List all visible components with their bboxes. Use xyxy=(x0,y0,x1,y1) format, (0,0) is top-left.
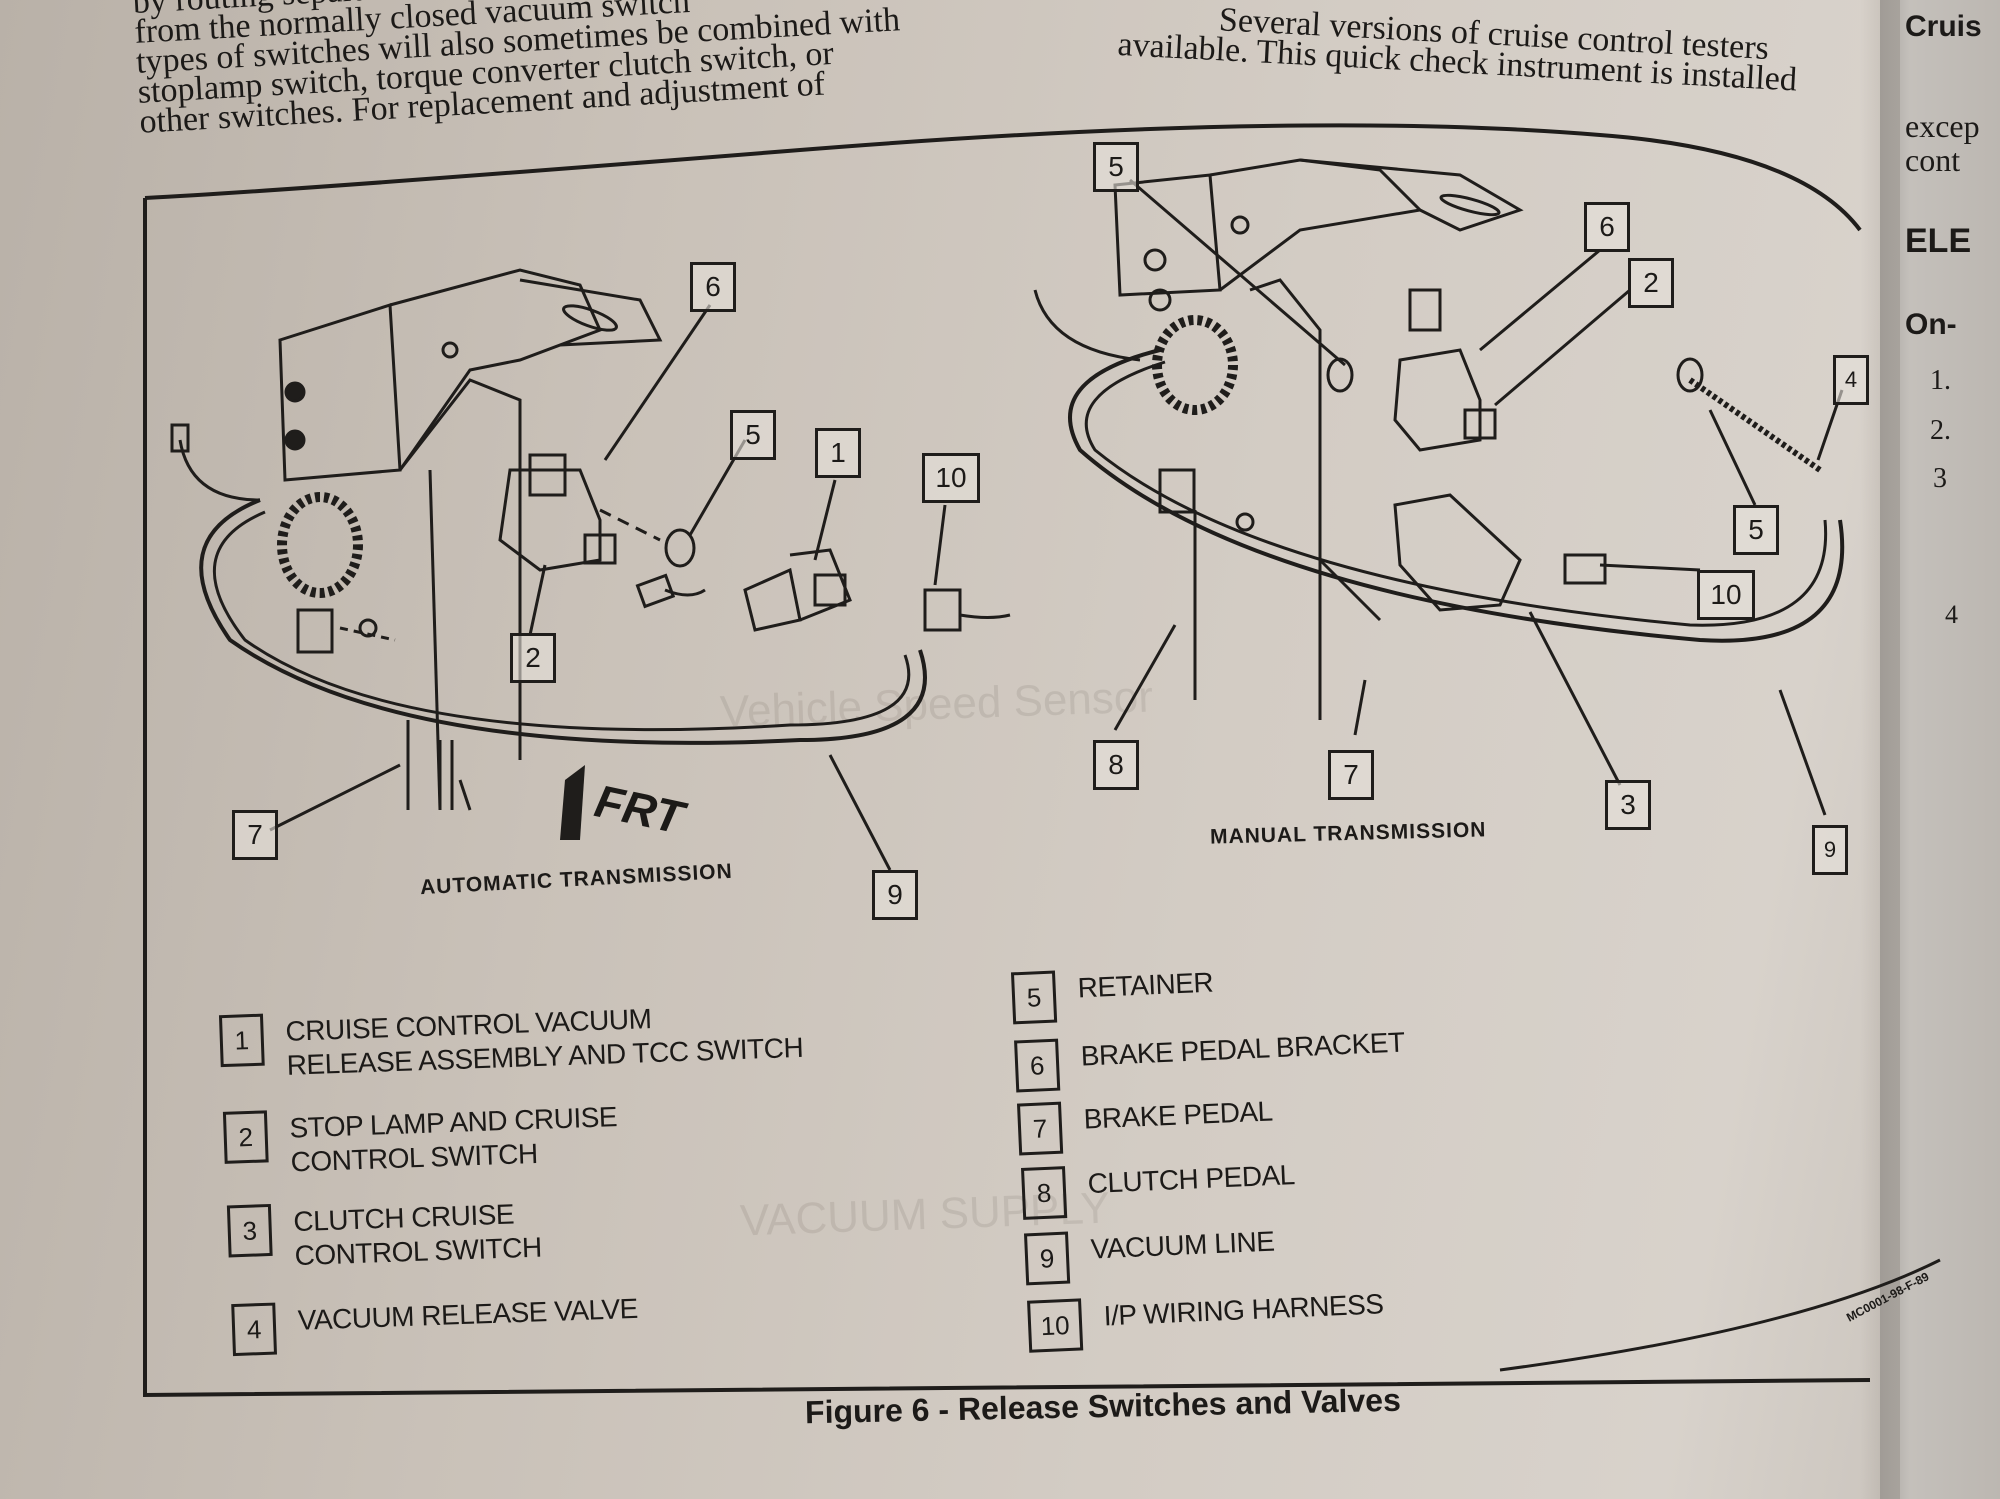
legend-number: 4 xyxy=(231,1302,278,1357)
callout-8: 8 xyxy=(1093,740,1139,790)
leader-lines-automatic xyxy=(269,304,947,871)
callout-5: 5 xyxy=(1093,142,1139,192)
callout-10: 10 xyxy=(1697,570,1755,620)
legend-item-7: 7 BRAKE PEDAL xyxy=(1016,1092,1274,1156)
frt-arrow-icon xyxy=(560,765,585,840)
legend-number: 7 xyxy=(1016,1101,1064,1156)
facing-list-item: 1. xyxy=(1930,365,1951,396)
callout-2: 2 xyxy=(1628,258,1674,308)
callout-7: 7 xyxy=(232,810,278,860)
legend-number: 10 xyxy=(1027,1298,1084,1353)
facing-section-heading: ELE xyxy=(1905,222,1972,260)
callout-9: 9 xyxy=(872,870,918,920)
callout-7: 7 xyxy=(1328,750,1374,800)
facing-list-item: 3 xyxy=(1933,463,1947,494)
callout-5: 5 xyxy=(730,410,776,460)
facing-text-line: cont xyxy=(1905,142,1961,178)
legend-item-5: 5 RETAINER xyxy=(1010,964,1215,1025)
figure-frame-top xyxy=(144,123,1862,232)
legend-number: 1 xyxy=(218,1013,265,1068)
callout-6: 6 xyxy=(1584,202,1630,252)
legend-text-line: VACUUM LINE xyxy=(1090,1225,1276,1265)
facing-list-item: 2. xyxy=(1930,415,1951,446)
facing-heading: Cruis xyxy=(1905,10,1982,43)
figure-frame-left-bottom xyxy=(143,198,1871,1398)
legend-item-9: 9 VACUUM LINE xyxy=(1023,1223,1276,1286)
facing-list-item: 4 xyxy=(1945,600,1958,629)
callout-3: 3 xyxy=(1605,780,1651,830)
callout-1: 1 xyxy=(815,428,861,478)
legend-number: 2 xyxy=(222,1110,269,1164)
legend-text-line: CLUTCH PEDAL xyxy=(1087,1159,1296,1200)
callout-4: 4 xyxy=(1833,355,1869,405)
callout-6: 6 xyxy=(690,262,736,312)
manual-transmission-drawing xyxy=(1033,158,1845,720)
legend-text-line: BRAKE PEDAL xyxy=(1083,1095,1274,1135)
facing-page xyxy=(1880,0,2000,1499)
leader-lines-manual xyxy=(1113,178,1844,816)
legend-number: 5 xyxy=(1010,970,1058,1025)
automatic-transmission-drawing xyxy=(170,268,1011,811)
callout-10: 10 xyxy=(922,453,980,503)
callout-2: 2 xyxy=(510,633,556,683)
legend-number: 8 xyxy=(1020,1166,1068,1220)
legend-divider-curve xyxy=(1499,1258,1941,1372)
bracket-tab xyxy=(519,278,663,347)
legend-item-2: 2 STOP LAMP AND CRUISE CONTROL SWITCH xyxy=(222,1098,619,1182)
facing-subheading: On- xyxy=(1905,308,1957,341)
callout-5: 5 xyxy=(1733,505,1779,555)
legend-number: 9 xyxy=(1023,1231,1071,1286)
legend-text-line: RETAINER xyxy=(1077,966,1214,1004)
legend-number: 3 xyxy=(226,1203,273,1258)
page-gutter-shadow xyxy=(1860,0,1900,1499)
legend-item-3: 3 CLUTCH CRUISE CONTROL SWITCH xyxy=(226,1195,542,1276)
callout-9: 9 xyxy=(1812,825,1848,875)
legend-number: 6 xyxy=(1014,1038,1061,1093)
facing-text-line: excep xyxy=(1905,108,1980,144)
